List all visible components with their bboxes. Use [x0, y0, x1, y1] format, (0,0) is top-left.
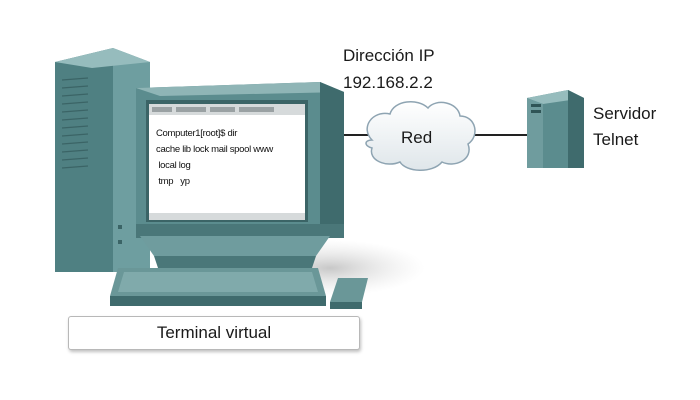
server-label-line-1: Servidor: [593, 104, 657, 123]
pc-tower-icon: [55, 48, 150, 272]
terminal-screen: [149, 104, 305, 220]
ip-address-label: Dirección IP: [343, 46, 435, 65]
ip-address-value: 192.168.2.2: [343, 73, 433, 92]
keyboard-icon: [110, 268, 326, 306]
caption-box: Terminal virtual: [68, 316, 360, 350]
monitor-icon: [136, 82, 344, 268]
server-label-line-2: Telnet: [593, 130, 639, 149]
terminal-line: tmp yp: [156, 176, 190, 187]
terminal-line: local log: [156, 160, 191, 171]
network-cloud-icon: [365, 101, 476, 171]
server-icon: [527, 90, 584, 168]
network-label: Red: [401, 128, 433, 147]
mouse-icon: [330, 278, 368, 309]
caption-text: Terminal virtual: [156, 323, 272, 342]
terminal-output: Computer1[root]$ dir cache lib lock mail…: [156, 126, 302, 190]
terminal-line: Computer1[root]$ dir: [156, 128, 238, 139]
terminal-line: cache lib lock mail spool www: [156, 144, 273, 155]
